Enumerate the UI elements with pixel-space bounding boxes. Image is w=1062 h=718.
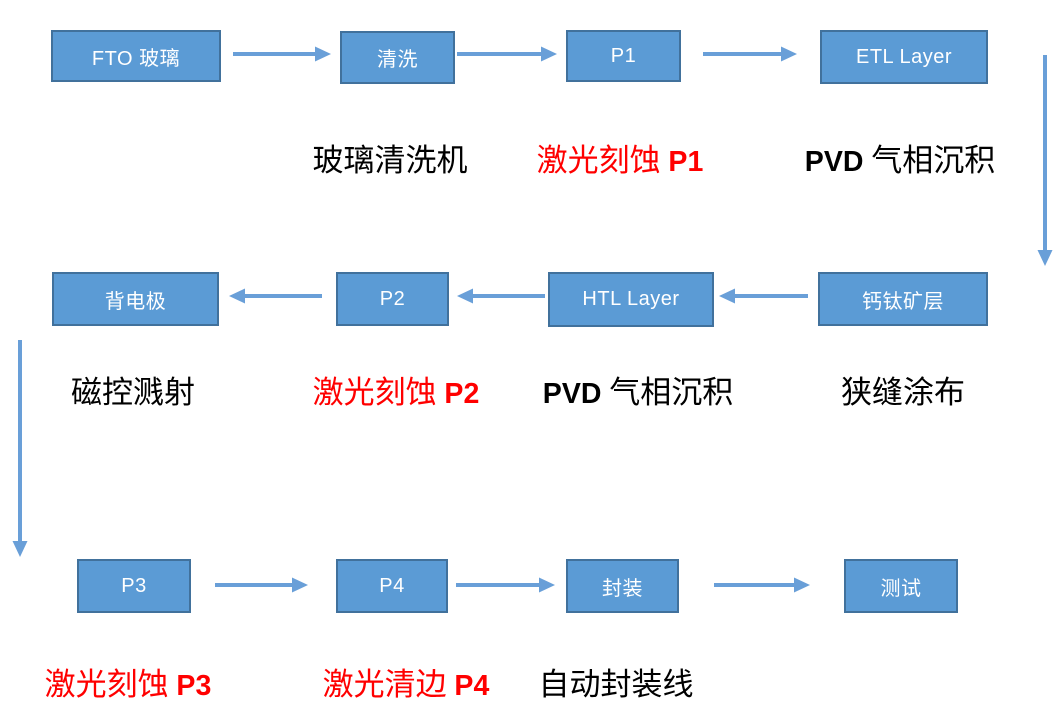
flow-node-p4: P4 — [336, 559, 448, 613]
arrow-p2-to-back-electrode — [229, 288, 322, 304]
annotation-laser-scribe-p2: 激光刻蚀 P2 — [312, 375, 480, 410]
arrow-fto-glass-to-cleaning — [233, 46, 331, 62]
annotation-latin-part: P1 — [668, 146, 704, 178]
arrow-cleaning-to-p1 — [457, 46, 557, 62]
flow-node-etl-layer: ETL Layer — [820, 30, 988, 84]
flow-node-perovskite-layer: 钙钛矿层 — [818, 272, 988, 326]
arrow-etl-layer-to-perovskite-layer — [1037, 55, 1053, 266]
annotation-latin-part: PVD — [542, 378, 602, 410]
annotation-laser-edge-cleaning-p4: 激光清边 P4 — [322, 667, 490, 702]
annotation-pvd-deposition-etl: PVD 气相沉积 — [804, 143, 996, 178]
flow-node-encapsulation: 封装 — [566, 559, 679, 613]
arrow-p1-to-etl-layer — [703, 46, 797, 62]
flow-node-htl-layer: HTL Layer — [548, 272, 714, 327]
annotation-latin-part: P4 — [454, 670, 490, 702]
arrow-htl-layer-to-p2 — [457, 288, 545, 304]
annotation-latin-part: P2 — [444, 378, 480, 410]
arrow-encapsulation-to-testing — [714, 577, 810, 593]
flow-node-p3: P3 — [77, 559, 191, 613]
arrow-back-electrode-to-p3 — [12, 340, 28, 557]
flow-node-testing: 测试 — [844, 559, 958, 613]
flow-node-fto-glass: FTO 玻璃 — [51, 30, 221, 82]
annotation-laser-scribe-p3: 激光刻蚀 P3 — [44, 667, 212, 702]
annotation-magnetron-sputtering: 磁控溅射 — [71, 375, 195, 410]
arrow-perovskite-layer-to-htl-layer — [719, 288, 808, 304]
annotation-auto-encapsulation-line: 自动封装线 — [538, 667, 694, 702]
arrow-p3-to-p4 — [215, 577, 308, 593]
flow-node-p1: P1 — [566, 30, 681, 82]
annotation-slot-die-coating: 狭缝涂布 — [841, 375, 965, 410]
annotation-glass-washer: 玻璃清洗机 — [312, 143, 468, 178]
annotation-laser-scribe-p1: 激光刻蚀 P1 — [536, 143, 704, 178]
annotation-latin-part: P3 — [176, 670, 212, 702]
flow-node-p2: P2 — [336, 272, 449, 326]
flow-node-back-electrode: 背电极 — [52, 272, 219, 326]
annotation-latin-part: PVD — [804, 146, 864, 178]
flow-node-cleaning: 清洗 — [340, 31, 455, 84]
arrow-p4-to-encapsulation — [456, 577, 555, 593]
annotation-pvd-deposition-htl: PVD 气相沉积 — [542, 375, 734, 410]
